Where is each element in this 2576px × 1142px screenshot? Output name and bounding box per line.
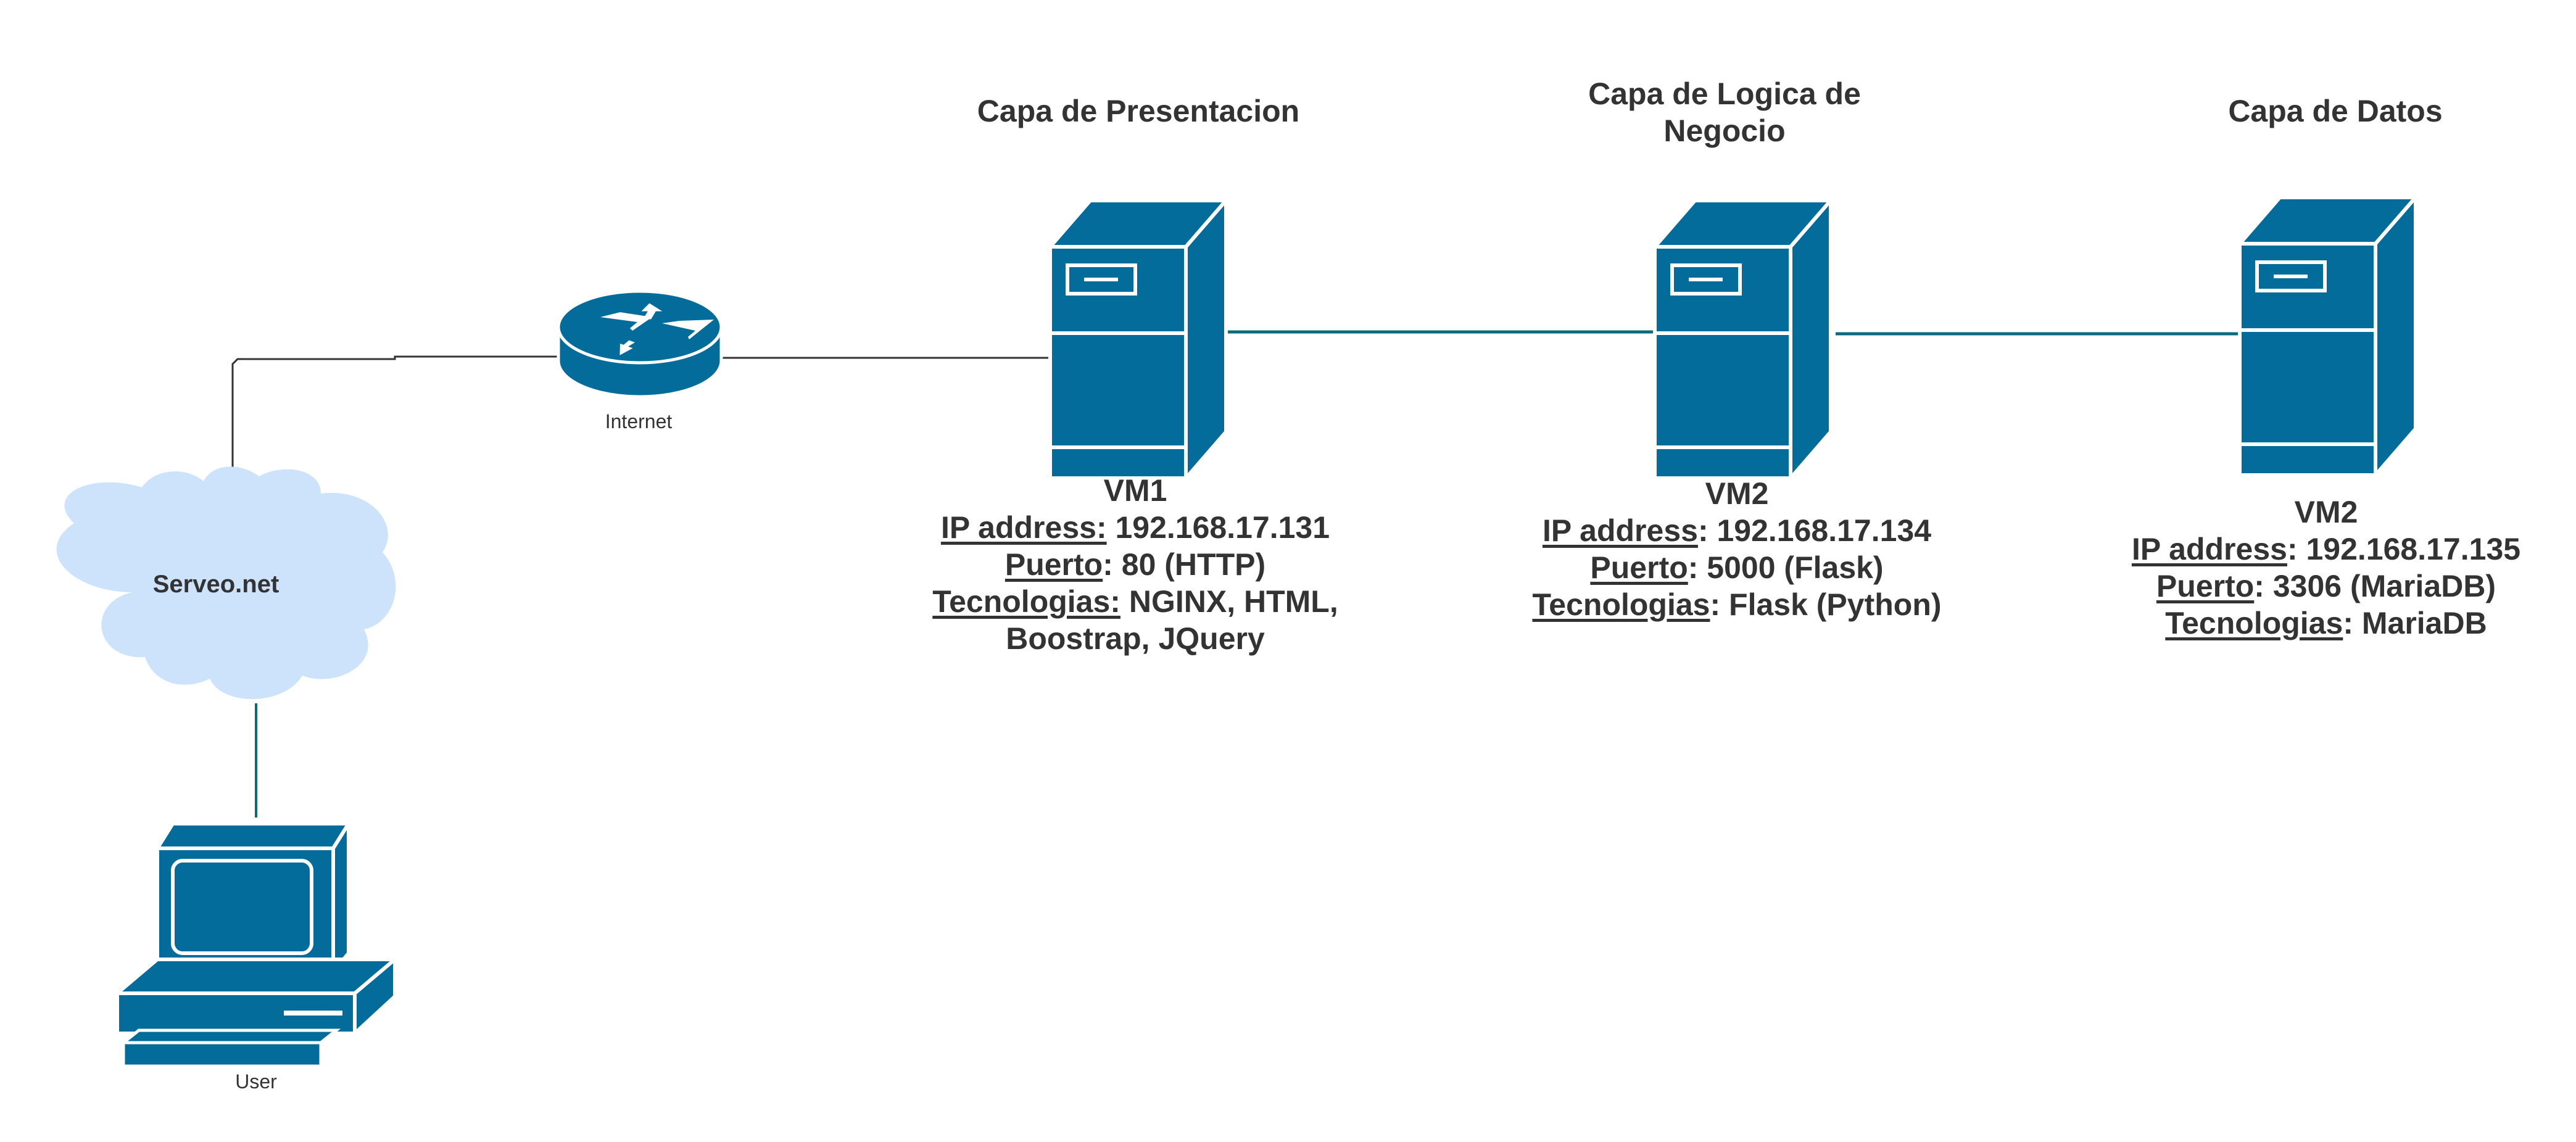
vm3-port-key: Puerto [2156,569,2255,603]
vm2-name: VM2 [1705,476,1769,511]
router-icon [557,289,723,399]
layer-title-logic: Capa de Logica de Negocio [1588,77,1861,148]
vm2-port-value: : 5000 (Flask) [1688,550,1884,585]
vm1-info: VM1 IP address: 192.168.17.131 Puerto: 8… [858,472,1413,657]
cloud-label: Serveo.net [152,571,280,598]
vm3-port: Puerto: 3306 (MariaDB) [2048,568,2576,605]
user-label: User [235,1070,277,1093]
vm1-port-value: : 80 (HTTP) [1103,547,1266,582]
server-icon-vm3 [2240,197,2416,475]
vm2-port: Puerto: 5000 (Flask) [1459,549,2015,586]
vm3-tech-value: : MariaDB [2343,606,2487,640]
link-router-cloud-arrow [231,355,560,473]
vm2-tech-key: Tecnologias [1532,587,1710,622]
vm3-tech-key: Tecnologias [2165,606,2343,640]
vm3-port-value: : 3306 (MariaDB) [2254,569,2496,603]
vm2-ip: IP address: 192.168.17.134 [1459,512,2015,549]
layer-title-data: Capa de Datos [2228,94,2443,128]
vm2-ip-key: IP address [1542,513,1698,548]
cloud-icon [56,466,396,700]
vm3-info: VM2 IP address: 192.168.17.135 Puerto: 3… [2048,494,2576,642]
server-icon-vm1 [1050,201,1226,478]
vm1-port-key: Puerto [1004,547,1103,582]
vm1-name: VM1 [1103,473,1167,508]
vm1-port: Puerto: 80 (HTTP) [858,546,1413,583]
vm1-tech: Tecnologias: NGINX, HTML, [858,583,1413,620]
vm1-ip-value: 192.168.17.131 [1106,510,1330,545]
vm3-ip-value: : 192.168.17.135 [2287,532,2521,566]
vm1-tech-key: Tecnologias: [932,584,1120,619]
vm3-ip: IP address: 192.168.17.135 [2048,531,2576,568]
vm3-name: VM2 [2294,495,2358,529]
router-label: Internet [605,410,673,432]
layer-title-presentation: Capa de Presentacion [977,94,1300,128]
vm1-ip: IP address: 192.168.17.131 [858,509,1413,546]
computer-icon [112,817,400,1068]
vm2-ip-value: : 192.168.17.134 [1697,513,1932,548]
vm3-tech: Tecnologias: MariaDB [2048,605,2576,642]
server-icon-vm2 [1655,201,1831,478]
vm2-port-key: Puerto [1590,550,1688,585]
vm2-tech: Tecnologias: Flask (Python) [1459,586,2015,623]
vm3-ip-key: IP address [2131,532,2287,566]
vm1-tech-value-2: Boostrap, JQuery [1006,621,1265,656]
vm1-ip-key: IP address: [940,510,1107,545]
vm2-tech-value: : Flask (Python) [1710,587,1942,622]
vm1-tech-value-1: NGINX, HTML, [1120,584,1338,619]
vm2-info: VM2 IP address: 192.168.17.134 Puerto: 5… [1459,475,2015,623]
